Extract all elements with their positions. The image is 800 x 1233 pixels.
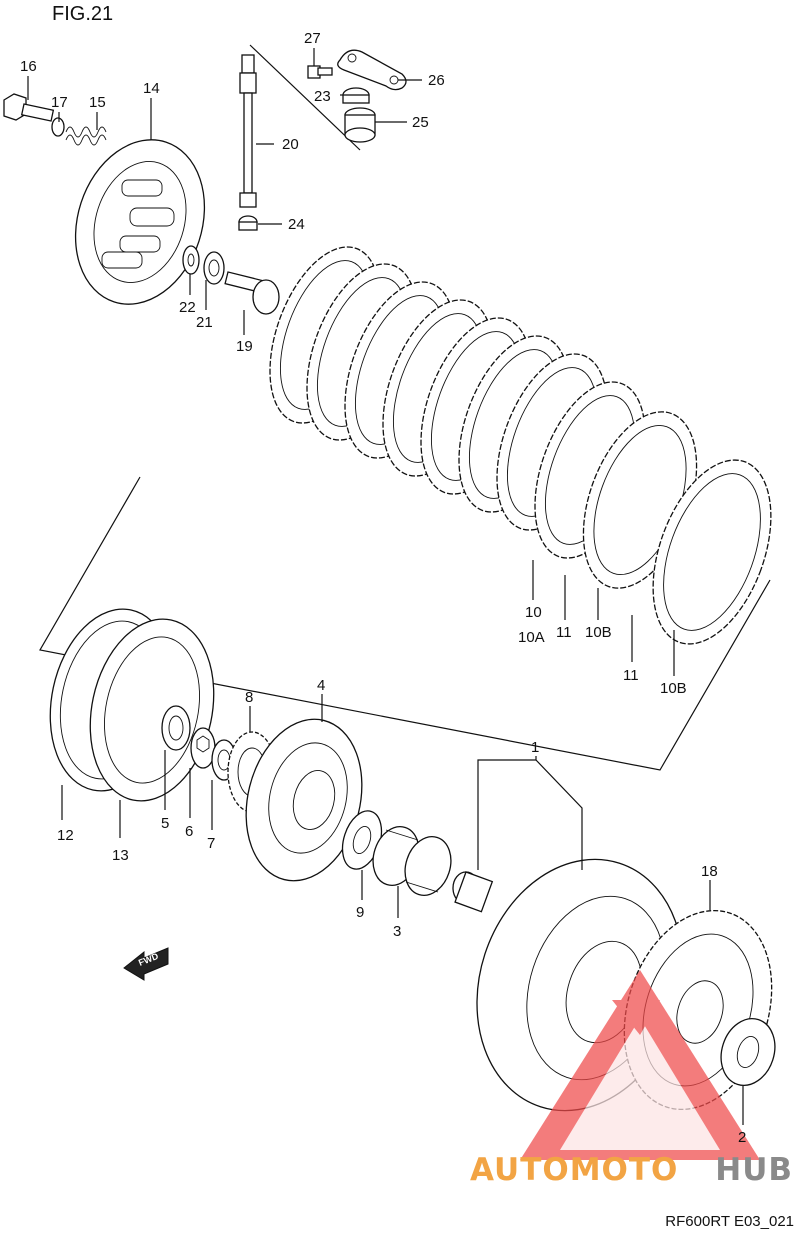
callout-11-b: 11 — [623, 667, 639, 684]
callout-16: 16 — [20, 58, 37, 75]
part-bolt-16 — [3, 93, 55, 122]
callout-2: 2 — [738, 1129, 746, 1146]
callout-4: 4 — [317, 677, 325, 694]
part-washer-6 — [190, 727, 216, 769]
callout-10: 10 — [525, 604, 542, 621]
callout-26: 26 — [428, 72, 445, 89]
callout-labels: 16 17 15 14 22 21 19 20 24 27 26 23 25 1… — [20, 30, 746, 1146]
part-washer-22 — [182, 245, 200, 275]
callout-21: 21 — [196, 314, 213, 331]
part-bearing-5 — [161, 705, 191, 751]
part-sleeve — [452, 871, 494, 913]
callout-3: 3 — [393, 923, 401, 940]
callout-27: 27 — [304, 30, 321, 47]
brand-text-right: HUB — [715, 1152, 793, 1188]
callout-18: 18 — [701, 863, 718, 880]
watermark-brand: AUTOMOTO HUB — [470, 1152, 793, 1188]
callout-25: 25 — [412, 114, 429, 131]
callout-6: 6 — [185, 823, 193, 840]
callout-17: 17 — [51, 94, 68, 111]
callout-10b-a: 10B — [585, 624, 612, 641]
part-oil-seal-24 — [238, 215, 258, 231]
callout-7: 7 — [207, 835, 215, 852]
callout-13: 13 — [112, 847, 129, 864]
part-thrust-washer-2 — [720, 1018, 776, 1086]
callout-9: 9 — [356, 904, 364, 921]
callout-23: 23 — [314, 88, 331, 105]
callout-1: 1 — [531, 739, 539, 756]
fwd-direction-marker: FWD — [123, 947, 169, 981]
brand-text-left: AUTOMOTO — [470, 1152, 678, 1188]
part-nut-23 — [342, 87, 370, 104]
leader-lines — [27, 48, 744, 1125]
part-pushrod-19 — [224, 271, 280, 315]
callout-14: 14 — [143, 80, 160, 97]
part-driven-gear-4 — [245, 718, 363, 882]
callout-10b-b: 10B — [660, 680, 687, 697]
callout-5: 5 — [161, 815, 169, 832]
callout-8: 8 — [245, 689, 253, 706]
part-bolt-27 — [307, 65, 333, 79]
callout-22: 22 — [179, 299, 196, 316]
part-pressure-plate-14 — [74, 139, 206, 305]
callout-24: 24 — [288, 216, 305, 233]
callout-12: 12 — [57, 827, 74, 844]
part-spring-15 — [65, 126, 107, 146]
part-needle-bearing-3 — [372, 826, 452, 896]
figure-code: RF600RT E03_021 — [665, 1213, 794, 1230]
callout-11-a: 11 — [556, 624, 572, 641]
assembly-frame — [39, 44, 771, 771]
callout-10a: 10A — [518, 629, 545, 646]
part-release-lever-26 — [337, 49, 407, 91]
figure-title: FIG.21 — [52, 3, 113, 25]
watermark-logo — [520, 970, 760, 1160]
callout-19: 19 — [236, 338, 253, 355]
part-bearing-21 — [203, 251, 225, 285]
callout-15: 15 — [89, 94, 106, 111]
clutch-plate-stack — [269, 246, 772, 645]
part-collar-17 — [51, 117, 65, 137]
part-bearing-25 — [344, 107, 376, 143]
part-release-shaft-20 — [239, 54, 257, 208]
callout-20: 20 — [282, 136, 299, 153]
part-plate-13 — [89, 618, 215, 802]
